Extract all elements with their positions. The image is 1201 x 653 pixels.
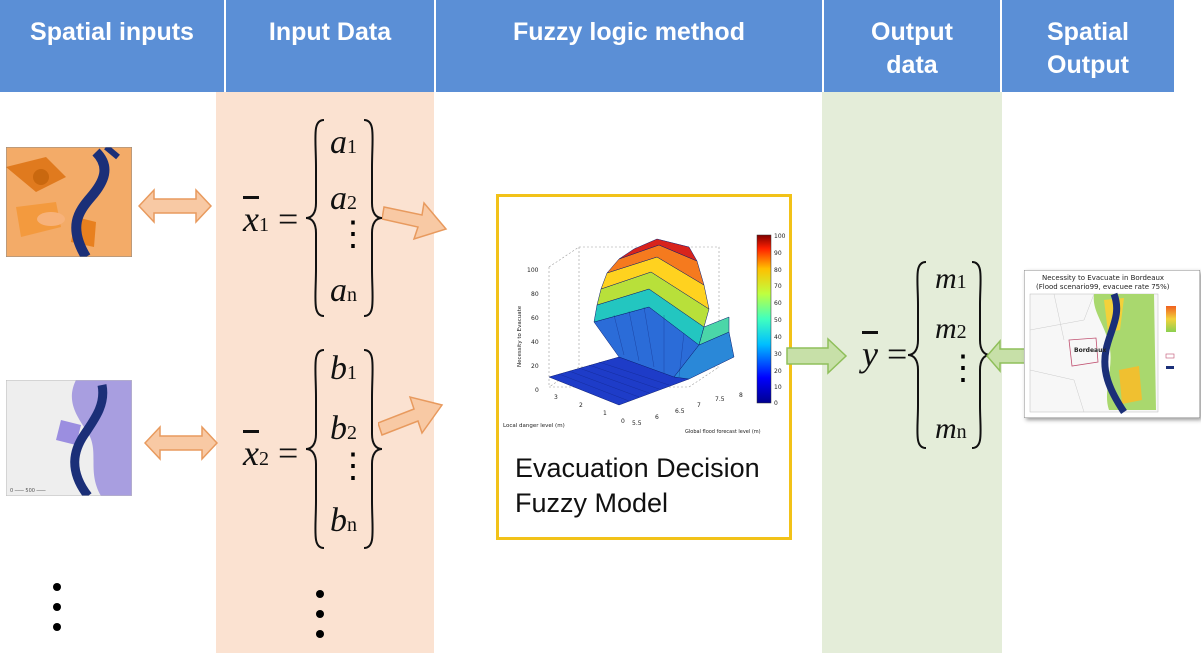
vector-entry: a1 (330, 124, 357, 161)
header-label: Spatial inputs (30, 18, 194, 46)
colorbar-tick: 90 (774, 250, 782, 257)
fuzzy-model-panel: 100 80 60 40 20 0 Necessity to Evacuate … (496, 194, 792, 540)
vector-entry: bn (330, 502, 357, 539)
brace-right (363, 119, 383, 317)
vector-entry: m1 (935, 262, 967, 295)
double-arrow-icon (138, 188, 212, 224)
spatial-input-map-2: 0 ─── 500 ─── (6, 380, 132, 496)
double-arrow-icon (144, 425, 218, 461)
arrow-right-icon (378, 395, 444, 436)
local-tick: 3 (554, 394, 558, 401)
output-map-place: Bordeaux (1074, 347, 1106, 354)
local-tick: 2 (579, 402, 583, 409)
header-spatial-inputs: Spatial inputs (0, 0, 224, 92)
global-tick: 8 (739, 392, 743, 399)
z-tick: 100 (527, 267, 539, 274)
z-tick: 0 (535, 387, 539, 394)
output-data-column (822, 92, 1002, 653)
brace-left (907, 261, 927, 449)
global-tick: 7 (697, 402, 701, 409)
colorbar-tick: 60 (774, 300, 782, 307)
input-data-column (216, 92, 434, 653)
spatial-input-map-1 (6, 147, 132, 257)
colorbar-tick: 100 (774, 233, 786, 240)
brace-right (363, 349, 383, 549)
y-axis-label: Necessity to Evacuate (517, 305, 523, 367)
header-label: Output data (871, 18, 953, 79)
vector-entry: mn (935, 412, 967, 445)
header-spatial-output: Spatial Output (1002, 0, 1174, 92)
svg-text:0 ─── 500 ───: 0 ─── 500 ─── (10, 488, 47, 494)
z-tick: 20 (531, 363, 539, 370)
vector-vdots: ⋮ (336, 448, 370, 485)
header-output-data: Output data (824, 0, 1000, 92)
arrow-right-icon (382, 201, 448, 241)
input-vector-2-lhs: x2 = (243, 433, 299, 473)
vector-entry: an (330, 272, 357, 309)
header-input-data: Input Data (226, 0, 434, 92)
spatial-output-map: Necessity to Evacuate in Bordeaux (Flood… (1024, 270, 1200, 418)
global-tick: 6.5 (675, 408, 685, 415)
header-label: Spatial Output (1047, 18, 1129, 79)
colorbar-tick: 40 (774, 334, 782, 341)
local-tick: 0 (621, 418, 625, 425)
more-input-vectors-ellipsis (316, 590, 324, 650)
colorbar-tick: 30 (774, 351, 782, 358)
colorbar-tick: 20 (774, 368, 782, 375)
x-axis-label-global: Global flood forecast level (m) (685, 429, 761, 435)
colorbar-tick: 0 (774, 400, 778, 407)
local-tick: 1 (603, 410, 607, 417)
z-tick: 60 (531, 315, 539, 322)
x-axis-label-local: Local danger level (m) (503, 423, 565, 429)
vector-entry: m2 (935, 312, 967, 345)
fuzzy-model-label: Evacuation Decision Fuzzy Model (515, 453, 760, 518)
brace-left (305, 119, 325, 317)
output-map-title: Necessity to Evacuate in Bordeaux (1042, 274, 1164, 282)
output-map-subtitle: (Flood scenario99, evacuee rate 75%) (1036, 283, 1170, 291)
colorbar-tick: 50 (774, 317, 782, 324)
z-tick: 80 (531, 291, 539, 298)
header-fuzzy-logic-method: Fuzzy logic method (436, 0, 822, 92)
header-label: Fuzzy logic method (513, 18, 745, 46)
more-inputs-ellipsis (53, 583, 61, 643)
colorbar-tick: 70 (774, 283, 782, 290)
fuzzy-surface-chart: 100 80 60 40 20 0 Necessity to Evacuate … (503, 233, 786, 435)
vector-entry: b1 (330, 350, 357, 387)
vector-vdots: ⋮ (946, 350, 980, 387)
global-tick: 6 (655, 414, 659, 421)
global-tick: 7.5 (715, 396, 725, 403)
colorbar-tick: 10 (774, 384, 782, 391)
vector-entry: b2 (330, 410, 357, 447)
colorbar (756, 234, 772, 404)
header-label: Input Data (268, 18, 392, 46)
global-tick: 5.5 (632, 420, 642, 427)
output-vector-lhs: y = (862, 334, 908, 374)
input-vector-1-lhs: x1 = (243, 199, 299, 239)
z-tick: 40 (531, 339, 539, 346)
arrow-right-icon (786, 337, 848, 375)
vector-entry: a2 (330, 180, 357, 217)
colorbar-tick: 80 (774, 267, 782, 274)
vector-vdots: ⋮ (336, 216, 370, 253)
brace-left (305, 349, 325, 549)
